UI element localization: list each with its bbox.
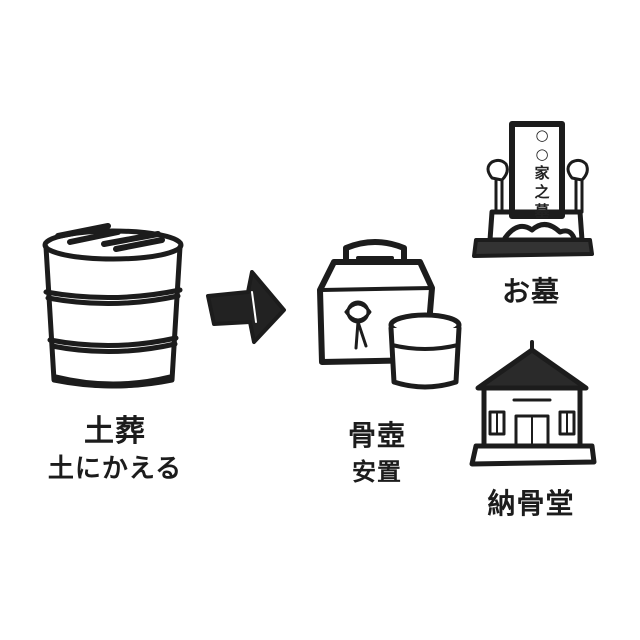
inscription-char: ○ bbox=[535, 126, 549, 144]
urn-subtitle: 安置 bbox=[352, 458, 402, 486]
arrow-icon bbox=[206, 270, 286, 344]
inscription-char: 墓 bbox=[534, 202, 550, 220]
urn-title: 骨壺 bbox=[347, 419, 407, 452]
grave-inscription: ○ ○ 家 之 墓 bbox=[532, 126, 552, 221]
burial-title: 土葬 bbox=[84, 414, 146, 449]
inscription-char: 家 bbox=[534, 164, 550, 182]
burial-barrel-icon bbox=[42, 223, 184, 389]
grave-icon bbox=[472, 121, 594, 258]
columbarium-icon bbox=[469, 340, 597, 467]
urn-pot-icon bbox=[388, 312, 462, 390]
grave-title: お墓 bbox=[501, 275, 561, 308]
inscription-char: 之 bbox=[534, 183, 550, 201]
inscription-char: ○ bbox=[535, 145, 549, 163]
columbarium-title: 納骨堂 bbox=[487, 487, 575, 520]
burial-subtitle: 土にかえる bbox=[47, 454, 183, 484]
